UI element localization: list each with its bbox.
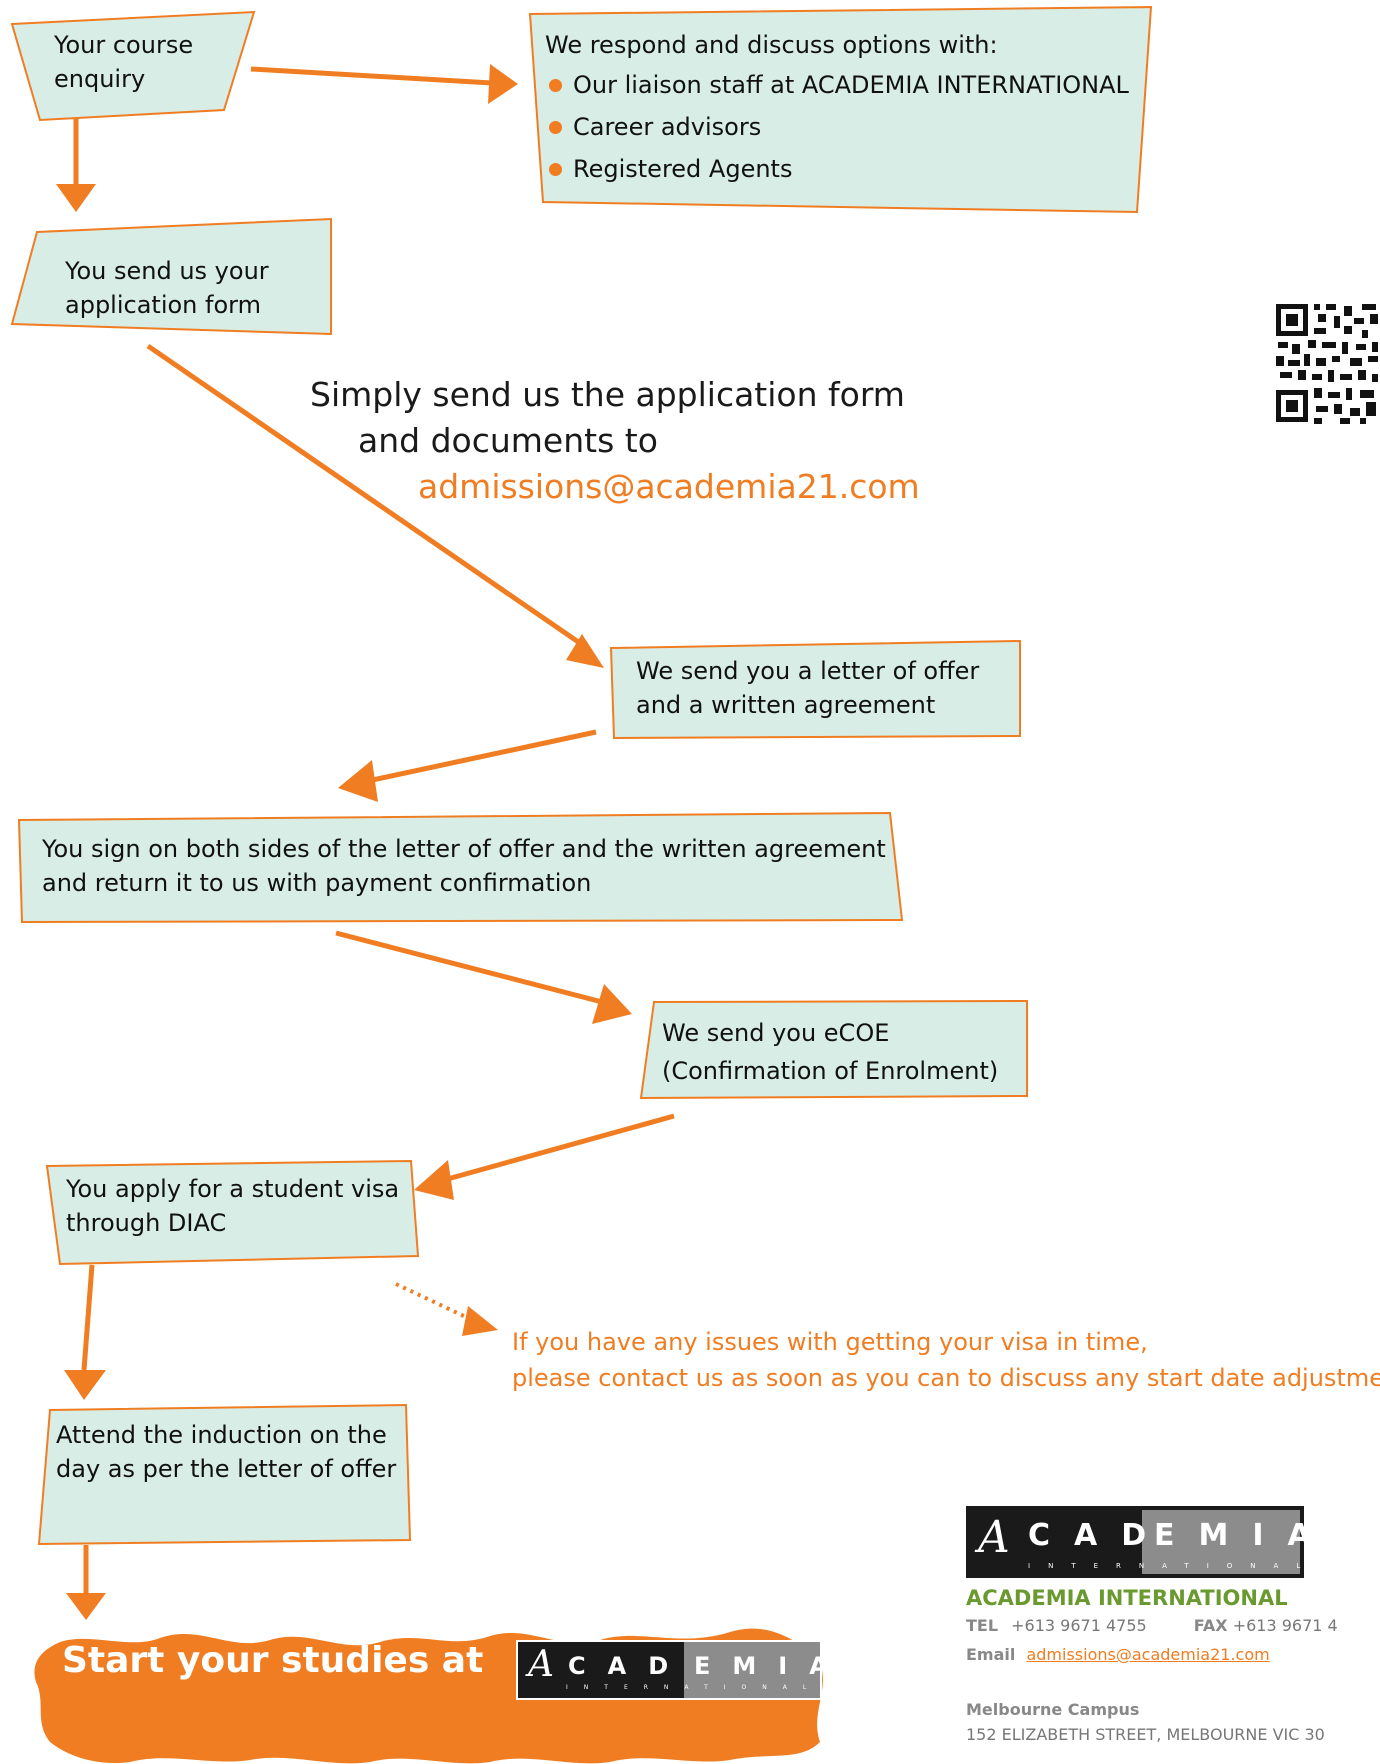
respond-heading: We respond and discuss options with: xyxy=(545,31,998,59)
email-label: Email xyxy=(966,1645,1016,1664)
bullet-icon xyxy=(549,79,562,92)
step-text-line2: through DIAC xyxy=(66,1209,227,1237)
bullet-icon xyxy=(549,121,562,134)
arrow-sign-to-ecoe xyxy=(335,930,607,1006)
step-text-line2: and return it to us with payment confirm… xyxy=(42,869,592,897)
note-line2: and documents to xyxy=(358,421,658,460)
phone-row: TEL +613 9671 4755 FAX +613 9671 4 xyxy=(966,1616,1380,1635)
fax-value: +613 9671 4 xyxy=(1232,1616,1338,1635)
banner-text: Start your studies at xyxy=(62,1640,484,1681)
list-item: Our liaison staff at ACADEMIA INTERNATIO… xyxy=(545,68,1151,102)
note-visa-issues: If you have any issues with getting your… xyxy=(512,1324,1380,1396)
arrow-offer-to-sign xyxy=(367,729,597,784)
step-text-line1: Attend the induction on the xyxy=(56,1421,387,1449)
list-item: Registered Agents xyxy=(545,152,1151,186)
step-course-enquiry: Your course enquiry xyxy=(10,10,256,122)
email-link[interactable]: admissions@academia21.com xyxy=(1026,1645,1270,1664)
arrow-ecoe-to-visa xyxy=(443,1113,675,1183)
step-text-line2: enquiry xyxy=(54,65,146,93)
arrow-application-to-offer xyxy=(146,343,592,653)
note-line2: please contact us as soon as you can to … xyxy=(512,1364,1380,1392)
step-respond-options: We respond and discuss options with: Our… xyxy=(528,5,1153,214)
step-letter-of-offer: We send you a letter of offer and a writ… xyxy=(609,639,1021,740)
banner-academia-logo: A CAD EMIA INTERNATIONAL xyxy=(516,1640,822,1700)
step-text-line1: You send us your xyxy=(65,257,269,285)
list-item: Career advisors xyxy=(545,110,1151,144)
arrow-enquiry-to-respond xyxy=(250,66,493,86)
step-text-line1: Your course xyxy=(54,31,194,59)
step-text-line2: and a written agreement xyxy=(636,691,936,719)
arrow-visa-note-head xyxy=(462,1306,498,1336)
start-studies-banner: Start your studies at A CAD EMIA INTERNA… xyxy=(30,1602,830,1764)
step-text-line2: day as per the letter of offer xyxy=(56,1455,397,1483)
step-text-line1: You sign on both sides of the letter of … xyxy=(42,835,886,863)
step-send-application: You send us your application form xyxy=(10,217,333,336)
note-line1: If you have any issues with getting your… xyxy=(512,1328,1148,1356)
step-apply-student-visa: You apply for a student visa through DIA… xyxy=(45,1159,420,1266)
bullet-icon xyxy=(549,163,562,176)
step-text-line1: We send you a letter of offer xyxy=(636,657,980,685)
note-email-link[interactable]: admissions@academia21.com xyxy=(418,467,920,506)
qr-code-icon xyxy=(1274,302,1380,424)
arrow-visa-note-dotted xyxy=(395,1282,469,1320)
contact-block: ACADEMIA INTERNATIONAL TEL +613 9671 475… xyxy=(966,1586,1380,1744)
org-name: ACADEMIA INTERNATIONAL xyxy=(966,1586,1288,1610)
step-text-line2: application form xyxy=(65,291,261,319)
respond-options-list: Our liaison staff at ACADEMIA INTERNATIO… xyxy=(545,68,1151,186)
step-send-ecoe: We send you eCOE (Confirmation of Enrolm… xyxy=(639,999,1028,1100)
step-text-line1: We send you eCOE xyxy=(662,1019,890,1047)
fax-label: FAX xyxy=(1193,1616,1228,1635)
step-attend-induction: Attend the induction on the day as per t… xyxy=(37,1403,412,1546)
step-text-line2: (Confirmation of Enrolment) xyxy=(662,1057,999,1085)
academia-logo: A CAD EMIA INTERNATIONAL xyxy=(966,1506,1304,1578)
note-send-documents: Simply send us the application form and … xyxy=(310,372,920,510)
campus-label: Melbourne Campus xyxy=(966,1700,1140,1719)
note-line1: Simply send us the application form xyxy=(310,375,905,414)
email-row: Email admissions@academia21.com xyxy=(966,1645,1380,1664)
arrow-visa-to-induction xyxy=(81,1264,95,1371)
step-sign-and-return: You sign on both sides of the letter of … xyxy=(17,811,904,924)
step-text-line1: You apply for a student visa xyxy=(66,1175,400,1203)
tel-label: TEL xyxy=(966,1616,999,1635)
tel-value: +613 9671 4755 xyxy=(1011,1616,1147,1635)
campus-address: 152 ELIZABETH STREET, MELBOURNE VIC 30 xyxy=(966,1725,1325,1744)
